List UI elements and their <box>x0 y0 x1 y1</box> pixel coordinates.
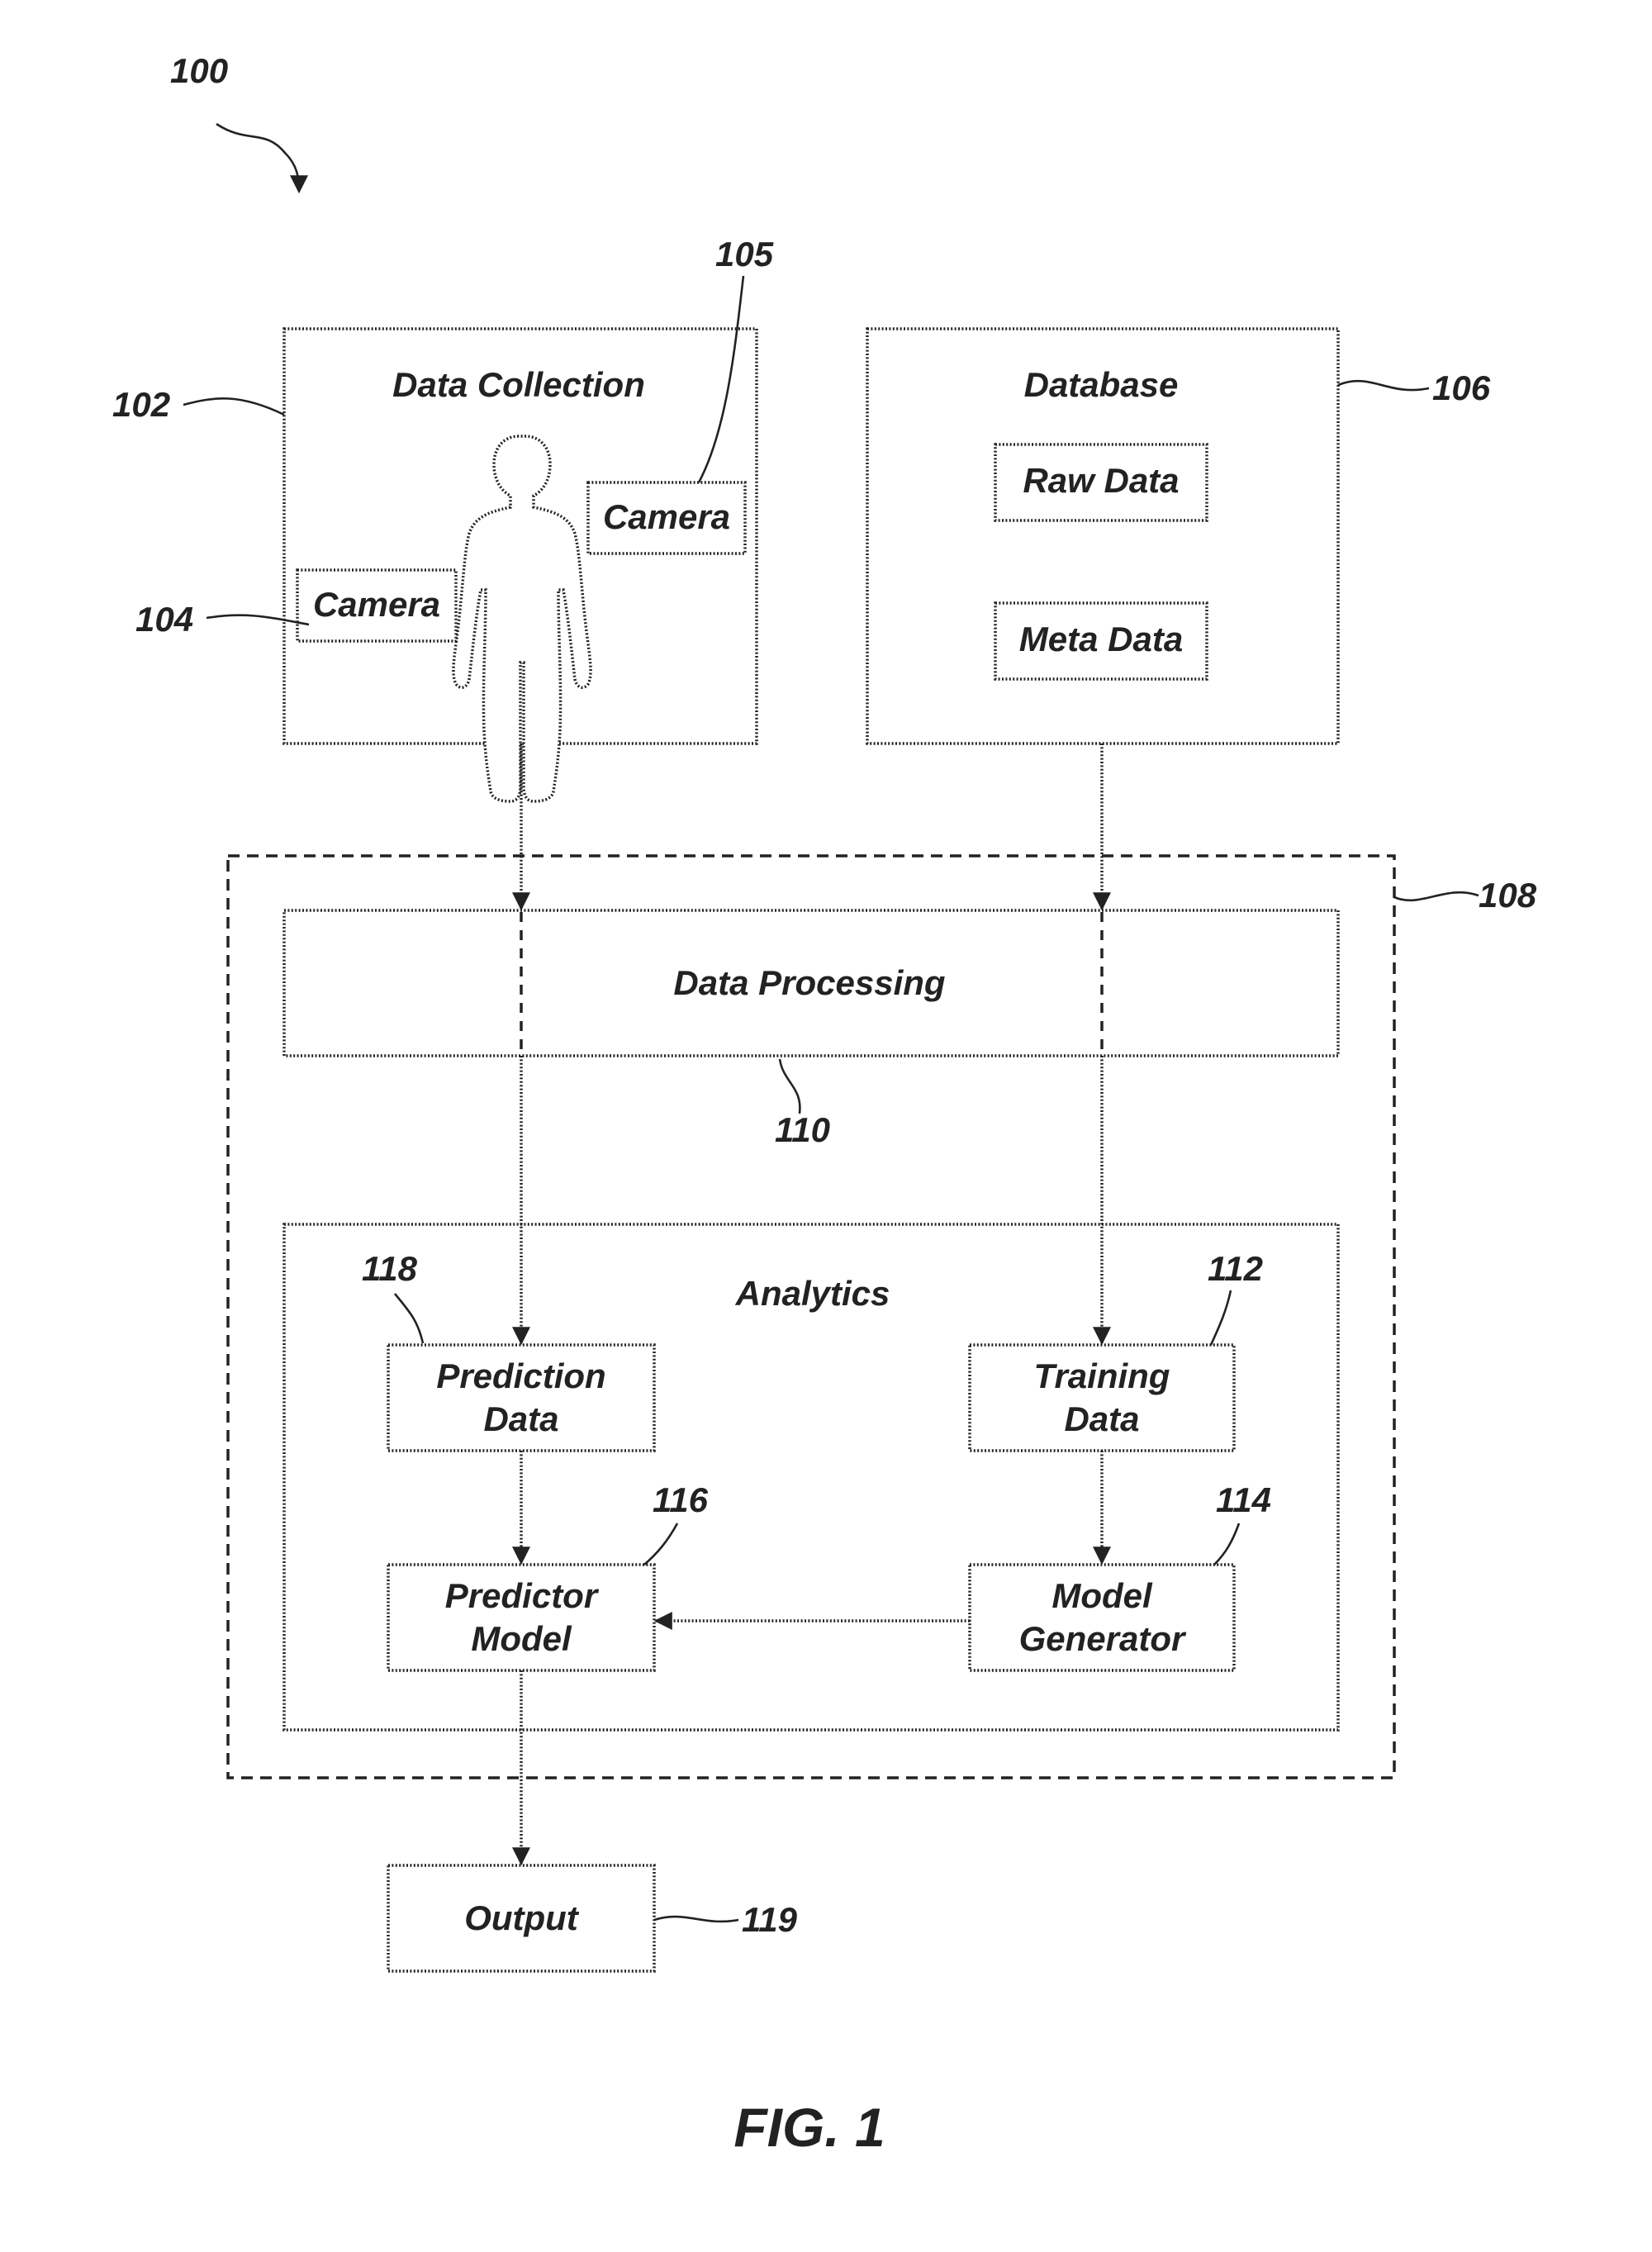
ref-112: 112 <box>1208 1249 1263 1288</box>
ref-119-leader <box>654 1917 738 1922</box>
ref-106: 106 <box>1432 368 1491 407</box>
predictor-model-line2: Model <box>471 1619 572 1658</box>
database-title: Database <box>1024 365 1179 404</box>
camera-right-label: Camera <box>603 497 730 536</box>
ref-116: 116 <box>653 1480 709 1519</box>
ref-108-leader <box>1394 892 1479 900</box>
ref-114: 114 <box>1216 1480 1271 1519</box>
database-block: Database Raw Data Meta Data <box>867 329 1338 744</box>
camera-left-label: Camera <box>313 585 440 624</box>
raw-data-label: Raw Data <box>1023 461 1179 500</box>
analytics-title: Analytics <box>735 1274 890 1313</box>
ref-110: 110 <box>775 1110 830 1149</box>
ref-110-leader <box>780 1059 800 1114</box>
ref-106-leader <box>1338 381 1429 390</box>
prediction-data-line2: Data <box>483 1399 558 1438</box>
training-data-line2: Data <box>1064 1399 1139 1438</box>
ref-102: 102 <box>112 385 170 424</box>
ref-104: 104 <box>135 600 193 639</box>
figure-ref-100: 100 <box>170 51 228 90</box>
output-label: Output <box>464 1898 580 1937</box>
predictor-model-line1: Predictor <box>445 1576 600 1615</box>
ref-108: 108 <box>1479 876 1537 915</box>
data-processing-title: Data Processing <box>673 963 945 1002</box>
data-collection-title: Data Collection <box>392 365 645 404</box>
model-generator-line2: Generator <box>1019 1619 1187 1658</box>
figure-caption: FIG. 1 <box>733 2097 885 2158</box>
training-data-line1: Training <box>1034 1356 1170 1395</box>
data-collection-block: Data Collection Camera Camera <box>284 329 757 801</box>
ref-102-leader <box>183 398 284 415</box>
model-generator-line1: Model <box>1051 1576 1153 1615</box>
ref-118: 118 <box>362 1249 418 1288</box>
ref-105: 105 <box>715 235 774 273</box>
ref-119: 119 <box>742 1900 798 1939</box>
prediction-data-line1: Prediction <box>436 1356 605 1395</box>
meta-data-label: Meta Data <box>1019 620 1183 658</box>
figure-ref-arrow <box>216 124 299 192</box>
